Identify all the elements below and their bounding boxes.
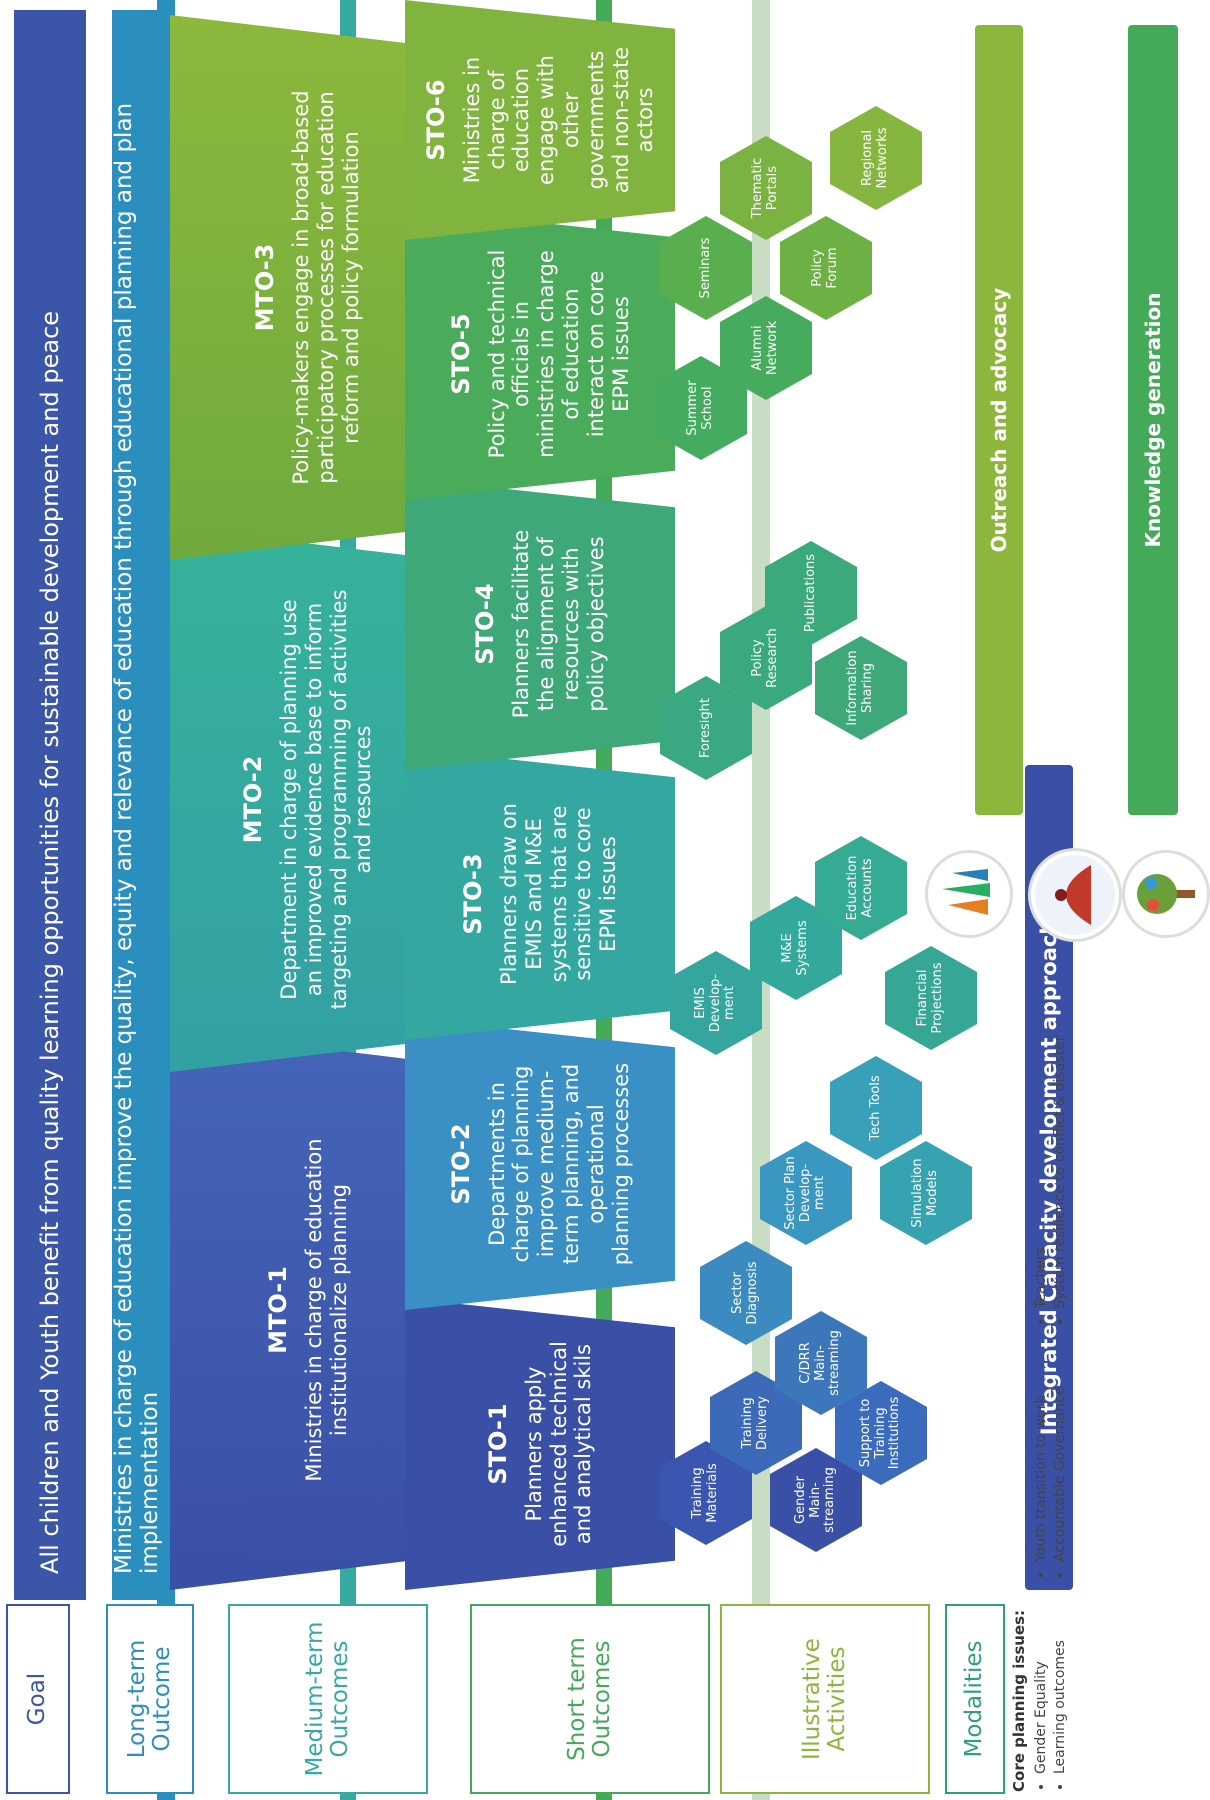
sto-2-code: STO-2 bbox=[446, 1123, 475, 1205]
people-icon bbox=[1028, 848, 1122, 942]
sto-3-text: Planners draw on EMIS and M&E systems th… bbox=[497, 803, 621, 985]
core-issues-col-1: Gender Equality Learning outcomes bbox=[1032, 1640, 1070, 1792]
core-issue: Youth transition to work bbox=[1032, 1387, 1051, 1562]
sto-1-box: STO-1 Planners apply enhanced technical … bbox=[405, 1298, 675, 1590]
activity-simulation-models: Simulation Models bbox=[880, 1141, 972, 1245]
core-issue: Teachers bbox=[1032, 1036, 1051, 1309]
activity-thematic-portals: Thematic Portals bbox=[720, 136, 812, 240]
sto-2-text: Departments in charge of planning improv… bbox=[484, 1062, 633, 1266]
mto-1-box: MTO-1 Ministries in charge of education … bbox=[170, 1030, 445, 1590]
label-long-term: Long-term Outcome bbox=[106, 1604, 194, 1794]
sto-1-code: STO-1 bbox=[483, 1403, 512, 1485]
goal-band: All children and Youth benefit from qual… bbox=[14, 10, 86, 1600]
mto-3-text: Policy-makers engage in broad-based part… bbox=[289, 90, 363, 485]
sto-5-box: STO-5 Policy and technical officials in … bbox=[405, 208, 675, 500]
core-issue: Learning outcomes bbox=[1051, 1640, 1070, 1774]
sto-6-box: STO-6 Ministries in charge of education … bbox=[405, 0, 675, 240]
activity-tech-tools: Tech Tools bbox=[830, 1056, 922, 1160]
sto-5-code: STO-5 bbox=[446, 313, 475, 395]
sto-1-text: Planners apply enhanced technical and an… bbox=[521, 1341, 596, 1547]
sto-3-box: STO-3 Planners draw on EMIS and M&E syst… bbox=[405, 748, 675, 1040]
core-issue: System resilience to conflict & disaster bbox=[1051, 1036, 1070, 1309]
label-medium-term: Medium-term Outcomes bbox=[228, 1604, 428, 1794]
sto-6-text: Ministries in charge of education engage… bbox=[459, 46, 658, 194]
mto-1-code: MTO-1 bbox=[263, 1266, 292, 1354]
core-planning-issues: Core planning issues: Gender Equality Le… bbox=[1010, 772, 1200, 1792]
activities-rail bbox=[752, 0, 770, 1800]
activity-information-sharing: Information Sharing bbox=[815, 636, 907, 740]
activity-regional-networks: Regional Networks bbox=[830, 106, 922, 210]
activity-financial-projections: Financial Projections bbox=[885, 946, 977, 1050]
outreach-band: Outreach and advocacy bbox=[975, 25, 1023, 815]
knowledge-band: Knowledge generation bbox=[1128, 25, 1178, 815]
mto-3-box: MTO-3 Policy-makers engage in broad-base… bbox=[170, 15, 445, 560]
mto-1-text: Ministries in charge of education instit… bbox=[301, 1138, 351, 1482]
hands-icon bbox=[925, 850, 1013, 938]
sto-2-box: STO-2 Departments in charge of planning … bbox=[405, 1018, 675, 1310]
mto-3-code: MTO-3 bbox=[251, 243, 280, 332]
activity-emis-development: EMIS Develop-ment bbox=[670, 951, 762, 1055]
activity-sector-diagnosis: Sector Diagnosis bbox=[700, 1241, 792, 1345]
sto-3-code: STO-3 bbox=[459, 853, 488, 935]
mto-2-text: Department in charge of planning use an … bbox=[276, 589, 376, 1010]
label-short-term: Short term Outcomes bbox=[470, 1604, 710, 1794]
sto-4-box: STO-4 Planners facilitate the alignment … bbox=[405, 478, 675, 770]
activity-sector-plan-development: Sector Plan Develop-ment bbox=[760, 1141, 852, 1245]
sto-4-text: Planners facilitate the alignment of res… bbox=[509, 529, 608, 719]
core-issues-col-2: Youth transition to work Accountable Gov… bbox=[1032, 1387, 1070, 1580]
tree-icon bbox=[1122, 850, 1210, 938]
core-issue: Gender Equality bbox=[1032, 1640, 1051, 1774]
label-modalities: Modalities bbox=[945, 1604, 1005, 1794]
activity-policy-forum: Policy Forum bbox=[780, 216, 872, 320]
label-goal: Goal bbox=[6, 1604, 70, 1794]
sto-5-text: Policy and technical officials in minist… bbox=[484, 249, 633, 459]
long-term-band: Ministries in charge of education improv… bbox=[111, 10, 163, 1600]
sto-4-code: STO-4 bbox=[471, 583, 500, 665]
sto-6-code: STO-6 bbox=[421, 79, 450, 161]
core-issue: Accountable Governance bbox=[1051, 1387, 1070, 1562]
label-activities: Illustrative Activities bbox=[720, 1604, 930, 1794]
mto-2-box: MTO-2 Department in charge of planning u… bbox=[170, 527, 445, 1072]
mto-2-code: MTO-2 bbox=[238, 755, 267, 844]
core-issues-col-3: Teachers System resilience to conflict &… bbox=[1032, 1036, 1070, 1327]
core-issues-heading: Core planning issues: bbox=[1010, 1609, 1028, 1792]
